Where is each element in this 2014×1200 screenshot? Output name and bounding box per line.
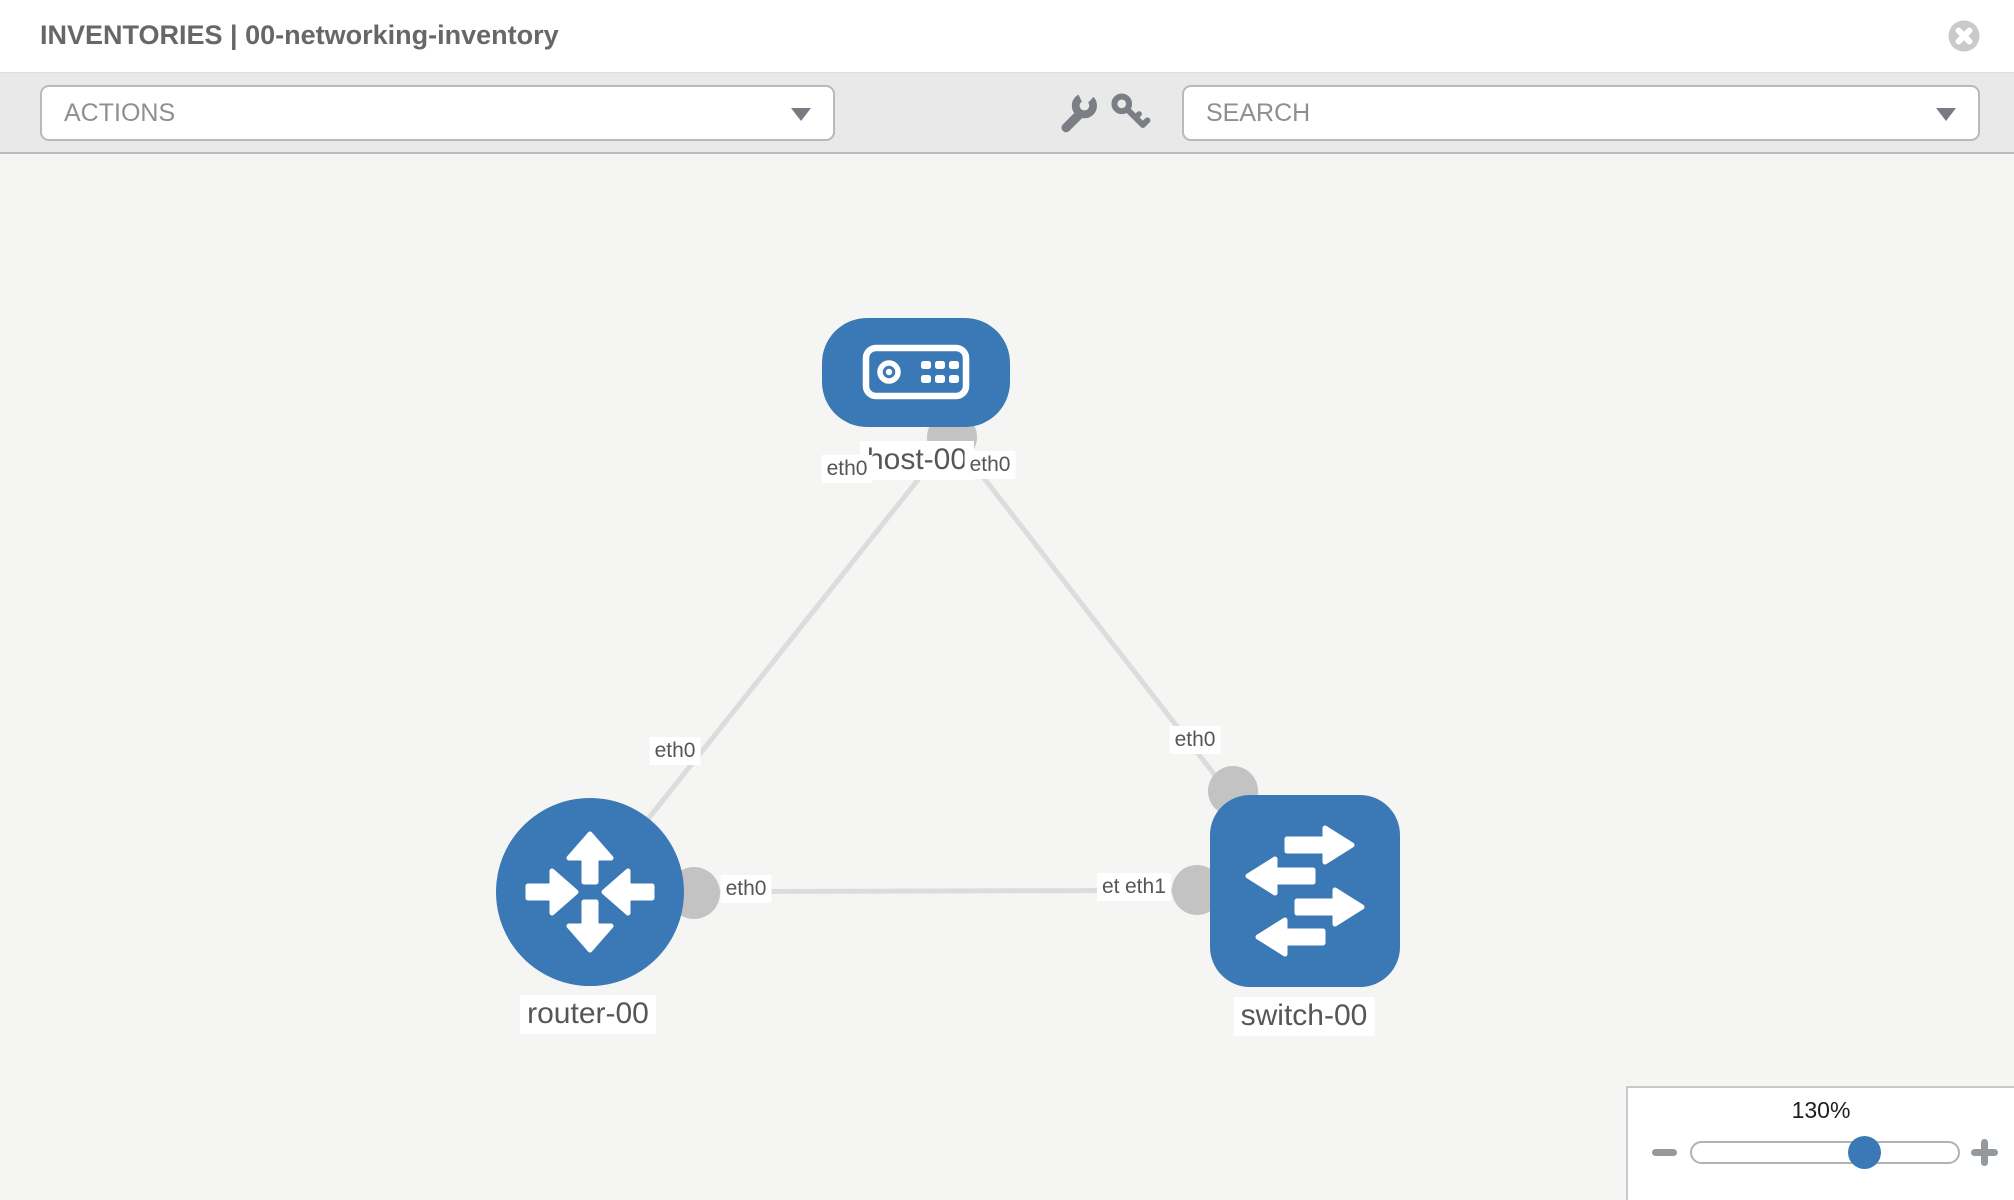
key-icon (1111, 93, 1151, 128)
node-switch-00[interactable] (1210, 795, 1400, 987)
search-dropdown[interactable]: SEARCH (1182, 85, 1980, 141)
link-host-router[interactable] (588, 435, 954, 894)
wrench-icon (1061, 88, 1098, 133)
interface-label-host-eth0-to-switch: eth0 (964, 451, 1016, 480)
toolbar: ACTIONS SEARCH (0, 73, 2014, 154)
circle-x-icon (1948, 20, 1980, 52)
node-host-00[interactable] (822, 318, 1010, 427)
actions-dropdown[interactable]: ACTIONS (40, 85, 835, 141)
topology-canvas[interactable]: host-00 router-00 switch-00 eth0 eth0 et… (0, 154, 2014, 1200)
node-label-host: host-00 (859, 441, 975, 480)
zoom-slider-row (1628, 1130, 2014, 1176)
credentials-tool-button[interactable] (1108, 91, 1152, 140)
switch-arrows-icon (1245, 825, 1365, 957)
interface-label-switch-eth1: eth1 (1120, 873, 1171, 902)
interface-label-host-eth0-to-router: eth0 (821, 455, 873, 484)
node-router-00[interactable] (496, 798, 684, 986)
page-title: INVENTORIES | 00-networking-inventory (40, 20, 559, 50)
zoom-slider[interactable] (1690, 1136, 1960, 1169)
server-icon (862, 344, 970, 400)
interface-label-switch-eth0: eth0 (1169, 726, 1221, 755)
zoom-level: 130% (1791, 1097, 1851, 1123)
search-dropdown-label: SEARCH (1206, 98, 1311, 127)
router-arrows-icon (525, 831, 655, 953)
port-switch-eth1[interactable] (1172, 865, 1222, 915)
node-label-switch: switch-00 (1233, 997, 1375, 1036)
close-button[interactable] (1946, 18, 1982, 54)
zoom-slider-thumb[interactable] (1848, 1136, 1881, 1169)
topology-links (588, 435, 1307, 895)
interface-label-router-eth0-uplink: eth0 (649, 737, 701, 766)
interface-label-router-eth0: eth0 (720, 875, 772, 904)
page-header: INVENTORIES | 00-networking-inventory (0, 0, 2014, 73)
chevron-down-icon (791, 108, 811, 121)
zoom-panel: 130% (1626, 1086, 2014, 1200)
zoom-in-button plus-icon[interactable] (1971, 1139, 1998, 1166)
zoom-out-button minus-icon[interactable] (1652, 1149, 1677, 1156)
node-label-router: router-00 (520, 995, 656, 1034)
interface-ports (668, 412, 1258, 919)
chevron-down-icon (1936, 108, 1956, 121)
actions-dropdown-label: ACTIONS (64, 98, 176, 127)
configure-tool-button[interactable] (1056, 88, 1100, 140)
